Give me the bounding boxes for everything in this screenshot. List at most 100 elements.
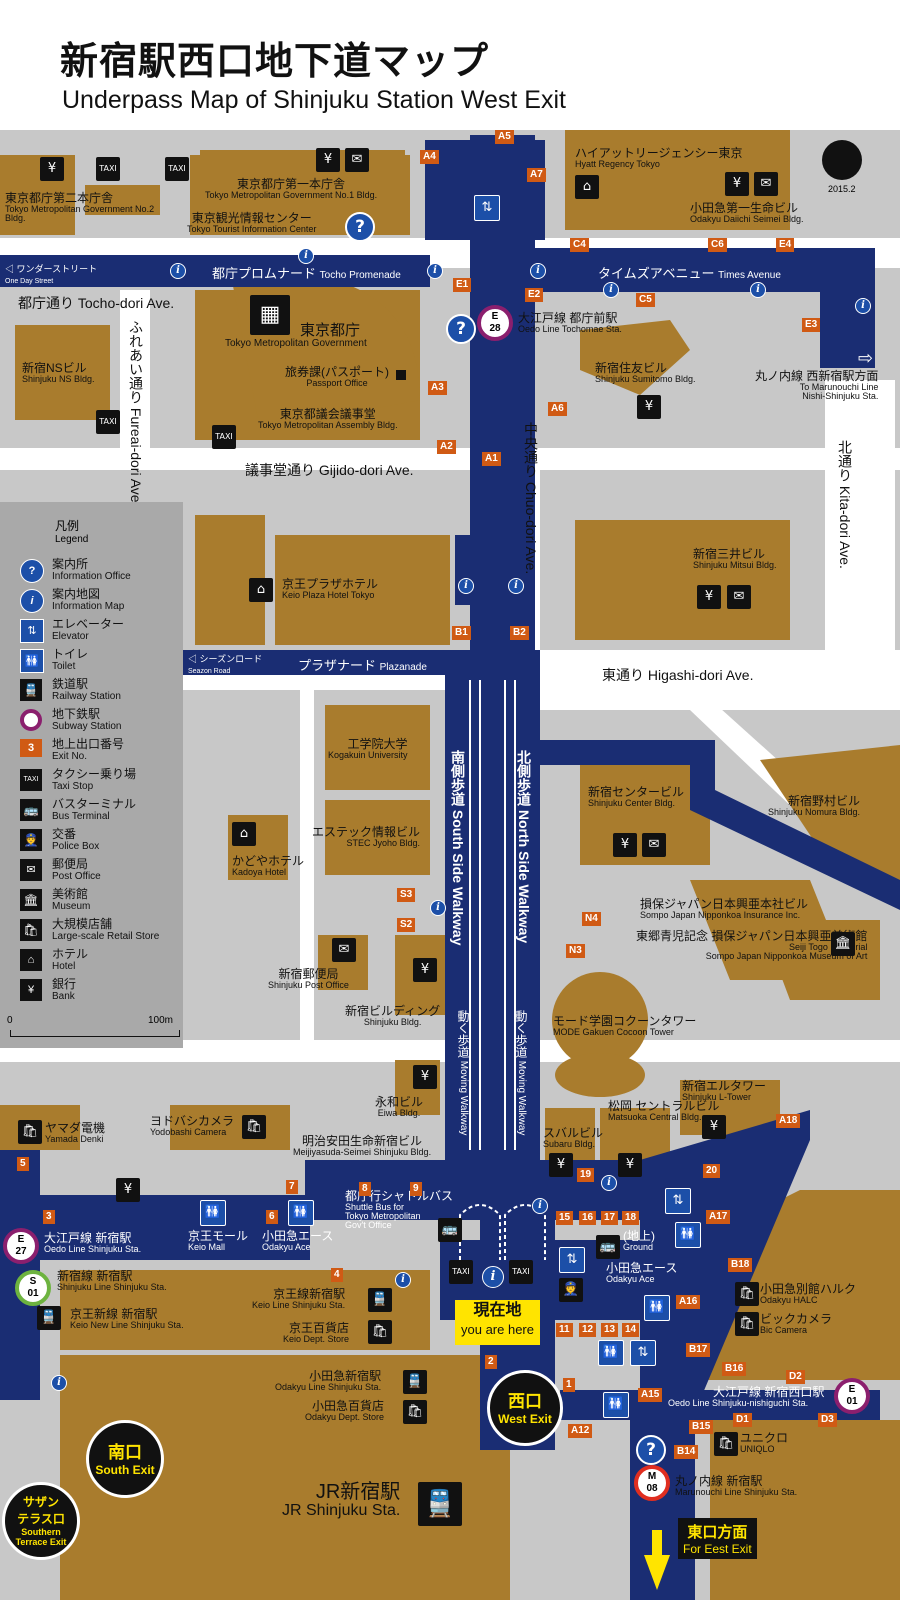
exit-number[interactable]: E4 bbox=[776, 238, 795, 252]
moving-walkway-south: 動く歩道 Moving Walkway bbox=[456, 1010, 470, 1136]
exit-number[interactable]: B18 bbox=[728, 1258, 753, 1272]
taxi-icon: TAXI bbox=[509, 1260, 533, 1284]
exit-number[interactable]: A15 bbox=[638, 1388, 663, 1402]
exit-number[interactable]: B1 bbox=[452, 626, 471, 640]
store-icon: 🛍 bbox=[368, 1320, 392, 1344]
info-map-icon[interactable]: i bbox=[603, 282, 619, 298]
exit-number[interactable]: C5 bbox=[636, 293, 655, 307]
exit-number[interactable]: S3 bbox=[397, 888, 416, 902]
moving-walkway-north: 動く歩道 Moving Walkway bbox=[514, 1010, 528, 1136]
info-map-icon[interactable]: i bbox=[601, 1175, 617, 1191]
info-map-icon[interactable]: i bbox=[395, 1272, 411, 1288]
store-icon: 🛍 bbox=[20, 919, 42, 941]
exit-number[interactable]: 12 bbox=[579, 1323, 597, 1337]
exit-number[interactable]: A7 bbox=[527, 168, 546, 182]
you-are-here-info-icon: i bbox=[482, 1266, 504, 1288]
exit-number[interactable]: 1 bbox=[563, 1378, 575, 1392]
exit-number[interactable]: 7 bbox=[286, 1180, 298, 1194]
exit-number[interactable]: A4 bbox=[420, 150, 439, 164]
info-map-icon[interactable]: i bbox=[170, 263, 186, 279]
exit-number[interactable]: 20 bbox=[703, 1164, 721, 1178]
exit-number[interactable]: B16 bbox=[722, 1362, 747, 1376]
exit-number[interactable]: D3 bbox=[818, 1413, 837, 1427]
exit-number[interactable]: N4 bbox=[582, 912, 601, 926]
exit-number[interactable]: 6 bbox=[266, 1210, 278, 1224]
southern-terrace-exit-badge[interactable]: サザン テラス口 Southern Terrace Exit bbox=[2, 1482, 80, 1560]
exit-number[interactable]: 19 bbox=[577, 1168, 595, 1182]
road-fureai-dori: ふれあい通り Fureai-dori Ave. bbox=[128, 320, 144, 507]
exit-number[interactable]: 18 bbox=[622, 1211, 640, 1225]
exit-number[interactable]: C6 bbox=[708, 238, 727, 252]
exit-number[interactable]: A3 bbox=[428, 381, 447, 395]
info-map-icon: i bbox=[20, 589, 44, 613]
info-map-icon[interactable]: i bbox=[298, 248, 314, 264]
info-office-icon[interactable]: ? bbox=[345, 212, 375, 242]
exit-number[interactable]: S2 bbox=[397, 918, 416, 932]
exit-number[interactable]: E1 bbox=[453, 278, 472, 292]
elevator-icon: ⇅ bbox=[474, 195, 500, 221]
exit-number[interactable]: 11 bbox=[556, 1323, 573, 1337]
exit-number[interactable]: A1 bbox=[482, 452, 501, 466]
exit-number[interactable]: 8 bbox=[359, 1182, 371, 1196]
taxi-icon: TAXI bbox=[96, 157, 120, 181]
exit-number[interactable]: A2 bbox=[437, 440, 456, 454]
east-exit-label[interactable]: 東口方面 For Eest Exit bbox=[678, 1518, 757, 1559]
info-map-icon[interactable]: i bbox=[458, 578, 474, 594]
exit-number[interactable]: 5 bbox=[17, 1157, 29, 1171]
exit-number[interactable]: 4 bbox=[331, 1268, 343, 1282]
road-higashi-dori: 東通り Higashi-dori Ave. bbox=[602, 667, 754, 683]
exit-number[interactable]: 14 bbox=[622, 1323, 640, 1337]
exit-number[interactable]: A17 bbox=[706, 1210, 731, 1224]
info-map-icon[interactable]: i bbox=[51, 1375, 67, 1391]
info-map-icon[interactable]: i bbox=[855, 298, 871, 314]
exit-number[interactable]: D1 bbox=[733, 1413, 752, 1427]
exit-number[interactable]: 3 bbox=[43, 1210, 55, 1224]
west-exit-badge[interactable]: 西口 West Exit bbox=[487, 1370, 563, 1446]
info-office-icon[interactable]: ? bbox=[636, 1435, 666, 1465]
exit-number[interactable]: A12 bbox=[568, 1424, 593, 1438]
exit-number[interactable]: A5 bbox=[495, 130, 514, 144]
exit-number[interactable]: 16 bbox=[579, 1211, 597, 1225]
exit-number[interactable]: A18 bbox=[776, 1114, 801, 1128]
exit-number[interactable]: B17 bbox=[686, 1343, 711, 1357]
post-icon: ✉ bbox=[727, 585, 751, 609]
info-map-icon[interactable]: i bbox=[532, 1198, 548, 1214]
exit-number[interactable]: E2 bbox=[525, 288, 544, 302]
exit-number[interactable]: B15 bbox=[689, 1420, 714, 1434]
info-map-icon[interactable]: i bbox=[508, 578, 524, 594]
exit-number[interactable]: N3 bbox=[566, 944, 585, 958]
walkway-north-side: 北側歩道 North Side Walkway bbox=[516, 750, 532, 944]
exit-number[interactable]: B14 bbox=[674, 1445, 699, 1459]
info-office-icon[interactable]: ? bbox=[446, 314, 476, 344]
info-map-icon[interactable]: i bbox=[430, 900, 446, 916]
exit-number[interactable]: E3 bbox=[802, 318, 821, 332]
south-exit-badge[interactable]: 南口 South Exit bbox=[86, 1420, 164, 1498]
jr-train-icon: 🚆 bbox=[418, 1482, 462, 1526]
taxi-icon: TAXI bbox=[165, 157, 189, 181]
info-map-icon[interactable]: i bbox=[530, 263, 546, 279]
exit-number[interactable]: 13 bbox=[601, 1323, 619, 1337]
exit-number[interactable]: A16 bbox=[676, 1295, 701, 1309]
exit-number[interactable]: B2 bbox=[510, 626, 529, 640]
info-map-icon[interactable]: i bbox=[750, 282, 766, 298]
map-canvas[interactable]: 都庁通り Tocho-dori Ave. ふれあい通り Fureai-dori … bbox=[0, 130, 900, 1600]
exit-number[interactable]: 2 bbox=[485, 1355, 497, 1369]
tokyo-gov-building-icon: ▦ bbox=[250, 295, 290, 335]
exit-number[interactable]: 17 bbox=[601, 1211, 619, 1225]
info-map-icon[interactable]: i bbox=[427, 263, 443, 279]
taxi-icon: TAXI bbox=[212, 425, 236, 449]
exit-number[interactable]: C4 bbox=[570, 238, 589, 252]
exit-number[interactable]: A6 bbox=[548, 402, 567, 416]
exit-number[interactable]: 9 bbox=[410, 1182, 422, 1196]
exit-number[interactable]: 15 bbox=[556, 1211, 574, 1225]
exit-number[interactable]: D2 bbox=[786, 1370, 805, 1384]
